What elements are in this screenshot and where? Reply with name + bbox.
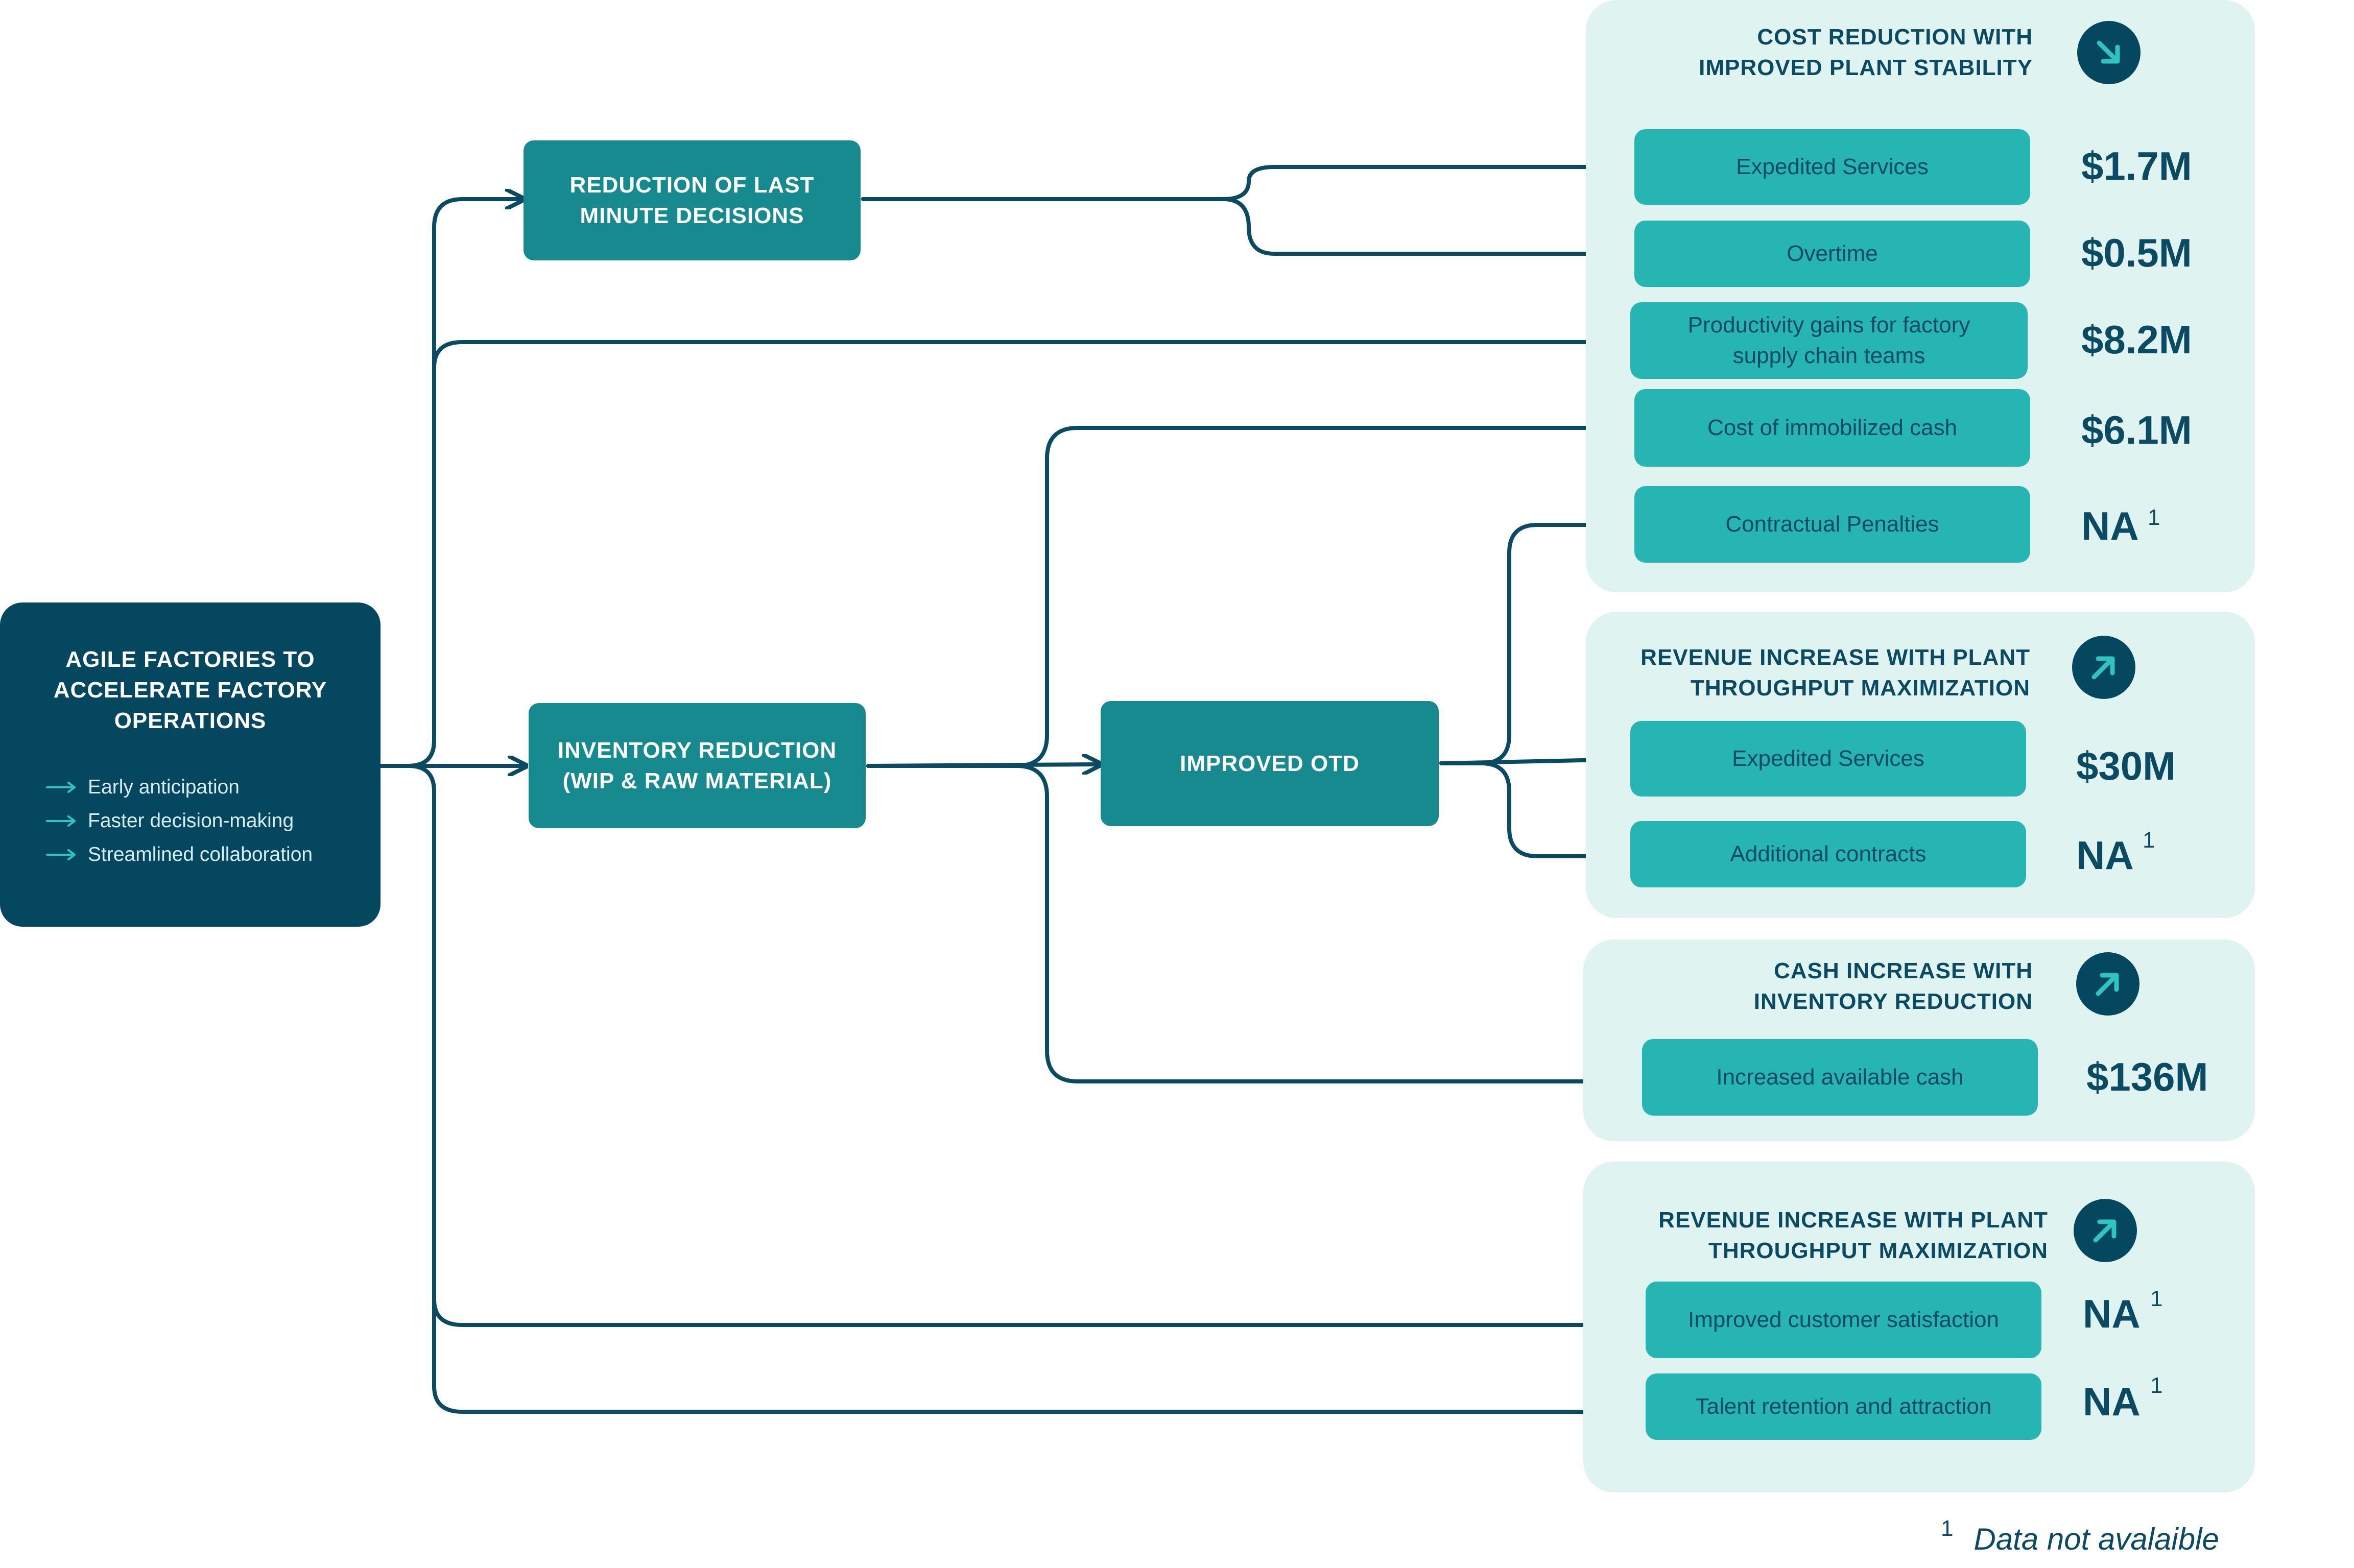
footnote-marker: 1 (2143, 828, 2155, 853)
footnote-marker: 1 (2150, 1286, 2163, 1311)
bullet-streamlined-collaboration: Streamlined collaboration (46, 842, 313, 867)
value-productivity-gains: $8.2M (2081, 317, 2192, 362)
value-talent-retention: NA (2083, 1379, 2141, 1424)
panel-title-revenue-2: REVENUE INCREASE WITH PLANT THROUGHPUT M… (1658, 1208, 2048, 1263)
up-right-arrow-icon (2072, 636, 2135, 699)
panel-title-cash: CASH INCREASE WITH INVENTORY REDUCTION (1753, 958, 2033, 1014)
arrow-right-icon (46, 782, 76, 793)
item-expedited-services-revenue: Expedited Services (1630, 721, 2026, 797)
item-increased-available-cash: Increased available cash (1642, 1039, 2038, 1116)
root-title: AGILE FACTORIES TO ACCELERATE FACTORY OP… (53, 647, 327, 733)
driver-last-minute-decisions: REDUCTION OF LAST MINUTE DECISIONS (524, 140, 861, 260)
root-agile-factories: AGILE FACTORIES TO ACCELERATE FACTORY OP… (0, 602, 381, 927)
bullet-faster-decision-making: Faster decision-making (46, 808, 294, 834)
item-cost-immobilized-cash: Cost of immobilized cash (1634, 389, 2030, 467)
up-right-arrow-icon (2076, 952, 2139, 1016)
panel-title-cost: COST REDUCTION WITH IMPROVED PLANT STABI… (1699, 25, 2033, 80)
value-expedited-services-revenue: $30M (2076, 743, 2176, 788)
footnote-marker: 1 (2148, 505, 2160, 530)
value-contractual-penalties: NA (2081, 503, 2139, 548)
item-expedited-services: Expedited Services (1634, 129, 2030, 205)
footnote-marker: 1 (2150, 1373, 2163, 1398)
value-additional-contracts: NA (2076, 833, 2134, 878)
driver-improved-otd: IMPROVED OTD (1101, 701, 1439, 826)
bullet-label: Early anticipation (88, 776, 240, 798)
item-additional-contracts: Additional contracts (1630, 821, 2026, 887)
value-increased-available-cash: $136M (2086, 1054, 2208, 1099)
arrow-right-icon (46, 849, 76, 860)
item-productivity-gains: Productivity gains for factory supply ch… (1630, 302, 2028, 379)
bullet-early-anticipation: Early anticipation (46, 775, 240, 800)
footnote-mark: 1 (1941, 1516, 1954, 1541)
bullet-label: Faster decision-making (88, 810, 294, 832)
item-contractual-penalties: Contractual Penalties (1634, 486, 2030, 563)
value-overtime: $0.5M (2081, 230, 2192, 275)
footnote: 1 Data not avalaible (1941, 1516, 2219, 1557)
value-improved-customer-satisfaction: NA (2083, 1291, 2141, 1336)
panel-title-revenue-1: REVENUE INCREASE WITH PLANT THROUGHPUT M… (1640, 645, 2030, 701)
item-overtime: Overtime (1634, 221, 2030, 287)
down-right-arrow-icon (2077, 21, 2141, 84)
footnote-text: Data not avalaible (1973, 1522, 2219, 1556)
value-expedited-services: $1.7M (2081, 143, 2192, 188)
driver-inventory-reduction: INVENTORY REDUCTION (WIP & RAW MATERIAL) (529, 703, 866, 828)
item-talent-retention: Talent retention and attraction (1646, 1373, 2041, 1440)
up-right-arrow-icon (2074, 1199, 2137, 1262)
value-cost-immobilized-cash: $6.1M (2081, 407, 2192, 452)
arrow-right-icon (46, 815, 76, 827)
item-improved-customer-satisfaction: Improved customer satisfaction (1646, 1282, 2041, 1358)
bullet-label: Streamlined collaboration (88, 843, 313, 865)
